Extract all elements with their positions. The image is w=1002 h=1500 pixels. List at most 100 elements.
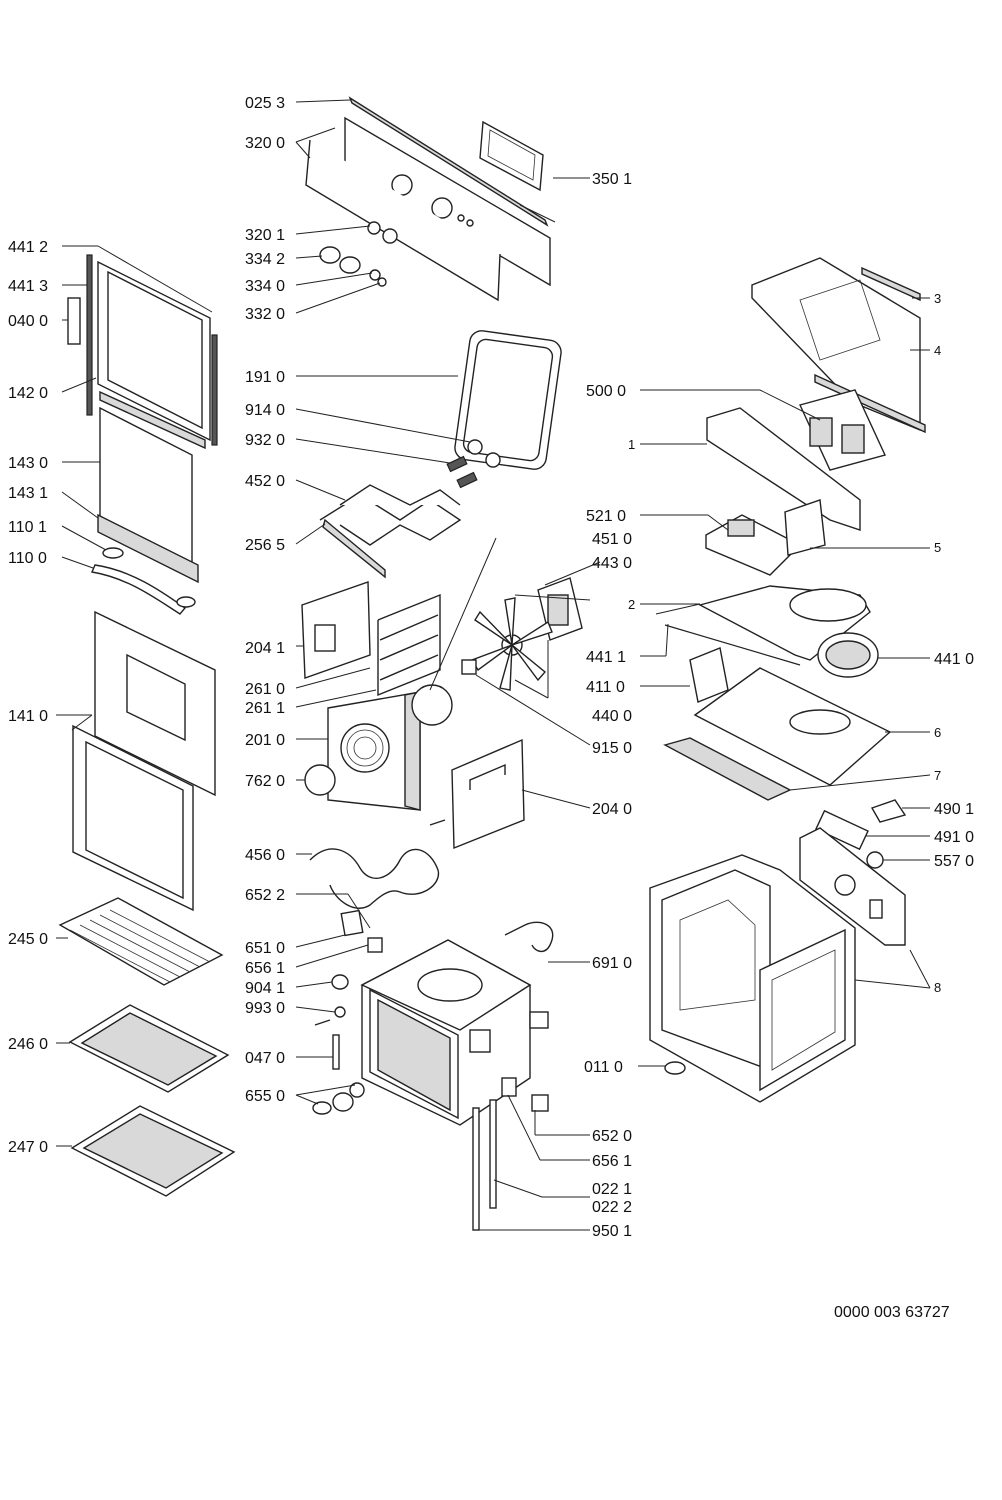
shelf-support — [377, 593, 441, 697]
top-cover-3 — [861, 266, 921, 302]
fan-blade — [470, 597, 553, 691]
oven-internals-group — [295, 330, 601, 909]
switch-656 — [531, 1094, 549, 1112]
front-frame-1 — [706, 407, 861, 531]
callout-1910: 191 0 — [245, 369, 285, 386]
callout-2460: 246 0 — [8, 1036, 48, 1053]
callout-1430: 143 0 — [8, 455, 48, 472]
control-panel-group — [295, 96, 590, 314]
callout-4413: 441 3 — [8, 278, 48, 295]
callout-4510: 451 0 — [592, 531, 632, 548]
accessories-group — [56, 897, 236, 1197]
callout-5: 5 — [934, 540, 941, 555]
callout-9041: 904 1 — [245, 980, 285, 997]
callout-1431: 143 1 — [8, 485, 48, 502]
callout-4412: 441 2 — [8, 239, 48, 256]
fan-ring — [411, 684, 453, 726]
fan-bracket-411 — [689, 647, 729, 703]
callout-0253: 025 3 — [245, 95, 285, 112]
callout-6910: 691 0 — [592, 955, 632, 972]
callout-0400: 040 0 — [8, 313, 48, 330]
callout-6520: 652 0 — [592, 1128, 632, 1145]
callout-2611: 261 1 — [245, 700, 285, 717]
door-lock-probe — [504, 921, 554, 953]
callout-2010: 201 0 — [245, 732, 285, 749]
door-hinge-parts — [312, 1082, 365, 1115]
callout-1: 1 — [628, 437, 635, 452]
callout-4110: 411 0 — [586, 679, 625, 696]
callout-0221: 022 1 — [592, 1181, 632, 1198]
callout-0470: 047 0 — [245, 1050, 285, 1067]
callout-9930: 993 0 — [245, 1000, 285, 1017]
callout-1100: 110 0 — [8, 550, 47, 567]
thermostat-557 — [866, 851, 884, 869]
thermostat-sensor — [340, 909, 364, 937]
callout-3320: 332 0 — [245, 306, 285, 323]
callout-5570: 557 0 — [934, 853, 974, 870]
control-knob-shaft — [331, 974, 349, 990]
seal-strip-022 — [489, 1099, 497, 1209]
callout-3340: 334 0 — [245, 278, 285, 295]
glass-clip-strip — [97, 513, 199, 584]
indicator-hole-1 — [457, 214, 465, 222]
lamp-cover — [467, 439, 483, 455]
fan-lamp-cover — [304, 764, 336, 796]
switch-652 — [501, 1077, 517, 1097]
door-handle — [91, 564, 187, 615]
callout-2041: 204 1 — [245, 640, 285, 657]
fan-nut — [461, 659, 477, 675]
oven-cavity-group — [295, 893, 590, 1231]
callout-6522: 652 2 — [245, 887, 285, 904]
callout-3501: 350 1 — [592, 171, 632, 188]
callout-9140: 914 0 — [245, 402, 285, 419]
door-side-strip — [86, 254, 93, 416]
callout-4411: 441 1 — [586, 649, 626, 666]
panel-top-strip — [348, 96, 549, 227]
callout-6561-left: 656 1 — [245, 960, 285, 977]
terminal-block-491 — [815, 809, 869, 851]
callout-5000: 500 0 — [586, 383, 626, 400]
indicator-hole-2 — [466, 219, 474, 227]
door-vent-strip — [99, 390, 206, 450]
callout-6: 6 — [934, 725, 941, 740]
callout-0110: 011 0 — [584, 1059, 623, 1076]
callout-3: 3 — [934, 291, 941, 306]
switch-490 — [870, 799, 907, 823]
callout-4400: 440 0 — [592, 708, 632, 725]
door-group — [56, 245, 218, 912]
wire-rack — [58, 897, 224, 986]
knob-hole-1 — [391, 174, 413, 196]
callout-9150: 915 0 — [592, 740, 632, 757]
callout-4901: 490 1 — [934, 801, 974, 818]
lower-heating-element — [309, 848, 440, 909]
door-side-strip-right — [211, 334, 218, 446]
hinge — [332, 1034, 340, 1070]
callout-3342: 334 2 — [245, 251, 285, 268]
panel-trim-frame — [305, 139, 501, 302]
callout-4430: 443 0 — [592, 555, 632, 572]
callout-4: 4 — [934, 343, 941, 358]
foot-011 — [664, 1061, 686, 1075]
callout-6510: 651 0 — [245, 940, 285, 957]
callout-6550: 655 0 — [245, 1088, 285, 1105]
callout-8: 8 — [934, 980, 941, 995]
rear-panel — [451, 738, 525, 850]
callout-4560: 456 0 — [245, 847, 285, 864]
callout-7: 7 — [934, 768, 941, 783]
housing-group — [638, 257, 931, 1103]
callout-2040: 204 0 — [592, 801, 632, 818]
callout-2610: 261 0 — [245, 681, 285, 698]
callout-0222: 022 2 — [592, 1199, 632, 1216]
callout-labels: 025 3 320 0 350 1 320 1 334 2 334 0 332 … — [8, 95, 974, 1321]
callout-7620: 762 0 — [245, 773, 285, 790]
callout-2565: 256 5 — [245, 537, 285, 554]
callout-2: 2 — [628, 597, 635, 612]
knob-1 — [319, 246, 341, 264]
callout-4520: 452 0 — [245, 473, 285, 490]
callout-9320: 932 0 — [245, 432, 285, 449]
callout-2450: 245 0 — [8, 931, 48, 948]
small-panel-5 — [784, 499, 826, 556]
knob-2 — [339, 256, 361, 274]
side-panel-left — [301, 581, 371, 679]
